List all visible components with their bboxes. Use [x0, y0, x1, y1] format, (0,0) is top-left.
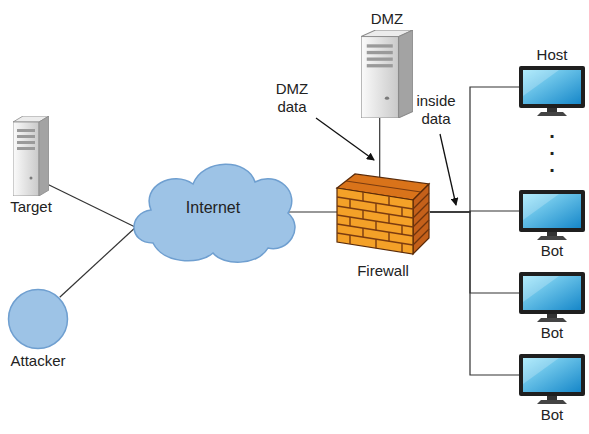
- host-computer: Host: [519, 44, 585, 116]
- monitor-shape: [519, 354, 585, 404]
- monitor-shape: [519, 272, 585, 322]
- target-server: Target: [10, 116, 52, 218]
- node-label: Target: [10, 198, 52, 216]
- node-label: Bot: [541, 324, 564, 342]
- network-link: [60, 227, 136, 297]
- network-link: [289, 211, 338, 212]
- ellipsis-dot: .: [542, 141, 562, 155]
- node-label: Bot: [541, 242, 564, 260]
- network-link: [39, 180, 136, 227]
- callout-text: inside data: [406, 92, 466, 128]
- node-label: Firewall: [357, 262, 409, 280]
- server-shape: [13, 116, 49, 196]
- ellipsis-dot: .: [542, 158, 562, 172]
- monitor-shape: [519, 190, 585, 240]
- firewall-shape: [335, 168, 431, 256]
- network-link: [379, 118, 380, 177]
- firewall-icon: Firewall: [335, 168, 431, 280]
- dmz-server: DMZ: [361, 8, 413, 118]
- internet-cloud: Internet: [123, 148, 303, 268]
- bot-computer: Bot: [519, 354, 585, 426]
- node-label: Internet: [186, 199, 240, 217]
- bot-computer: Bot: [519, 190, 585, 262]
- bot-computer: Bot: [519, 272, 585, 344]
- ellipsis-dot: .: [542, 124, 562, 138]
- network-link: [430, 212, 519, 293]
- node-label: Host: [537, 46, 568, 64]
- callout-text: DMZ data: [264, 80, 320, 116]
- monitor-shape: [519, 66, 585, 116]
- node-label: Bot: [541, 406, 564, 424]
- node-label: DMZ: [371, 10, 404, 28]
- server-shape: [361, 30, 413, 118]
- circle-shape: [7, 288, 69, 350]
- node-label: Attacker: [10, 352, 65, 370]
- network-link: [430, 212, 519, 375]
- leader-arrow: [440, 134, 456, 205]
- leader-arrow: [316, 118, 374, 160]
- attacker-circle: Attacker: [7, 288, 69, 372]
